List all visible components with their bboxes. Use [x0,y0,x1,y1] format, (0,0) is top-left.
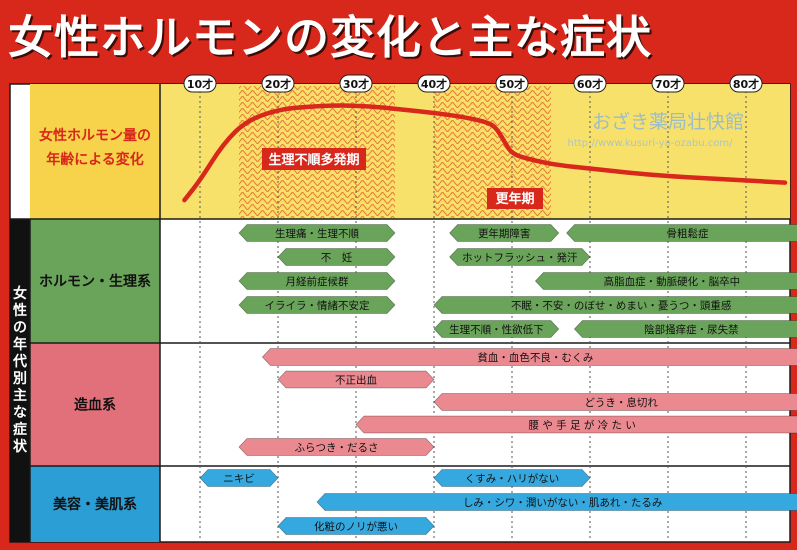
category-label: 美容・美肌系 [53,496,137,513]
symptom-bar [238,272,396,290]
symptom-bar [277,517,435,535]
age-tick-label: 30才 [343,77,369,91]
age-tick-label: 50才 [499,77,525,91]
symptom-bar-label: 貧血・血色不良・むくみ [477,351,593,364]
symptom-bar-label: 月経前症候群 [286,275,349,288]
age-tick-label: 40才 [421,77,447,91]
category-label: ホルモン・生理系 [39,273,151,290]
symptom-bar [277,248,396,266]
symptom-bar-label: 不眠・不安・のぼせ・めまい・憂うつ・頭重感 [511,299,732,312]
symptom-bar-label: 腰 や 手 足 が 冷 た い [529,419,636,432]
hormone-label-cell [30,84,160,219]
symptom-bar [573,320,797,338]
hormone-section-label: 年齢による変化 [46,151,144,168]
symptom-bar [433,393,797,411]
symptom-bar [449,248,591,266]
symptom-bar [566,224,797,242]
category-cell-hormone [30,219,160,343]
hormone-level-curve [182,103,788,203]
age-tick-label: 10才 [187,77,213,91]
period-label-bg [262,148,366,170]
symptom-bar [433,296,797,314]
side-vertical-label: 女性の年代別主な症状 [12,285,28,455]
age-tick-label: 80才 [733,77,759,91]
side-label-strip [10,219,30,542]
age-tick-label: 60才 [577,77,603,91]
symptom-bar [355,415,797,434]
symptom-bar-label: くすみ・ハリがない [465,472,560,485]
watermark-shop-name: おざき薬局壮快館 [592,110,744,133]
symptom-bar-label: 陰部掻痒症・尿失禁 [644,323,739,336]
age-tick-badge [651,74,685,93]
age-tick-badge [417,74,451,93]
symptom-bar [238,224,396,242]
age-tick-badge [495,74,529,93]
hormone-section-label: 女性ホルモン量の [39,127,151,144]
symptom-bar-label: ホットフラッシュ・発汗 [462,251,578,264]
age-tick-badge [183,74,217,93]
symptom-bar [238,296,396,314]
symptom-bar-label: 更年期障害 [478,227,531,240]
symptom-bar-label: 化粧のノリが悪い [314,520,398,533]
age-tick-label: 70才 [655,77,681,91]
category-label: 造血系 [74,397,116,414]
watermark-url: http://www.kusuri-ya-ozabu.com/ [567,138,733,149]
symptom-bar-label: ニキビ [223,473,255,485]
symptom-bar-label: しみ・シワ・潤いがない・肌あれ・たるみ [463,496,663,509]
menstrual-period-label: 生理不順多発期 [268,152,359,168]
symptom-bar-label: 生理痛・生理不順 [275,227,359,240]
age-tick-badge [729,74,763,93]
age-tick-badge [261,74,295,93]
symptom-bar [238,438,435,456]
symptom-bar [316,493,797,511]
category-cell-beauty [30,466,160,542]
symptom-bar-label: イライラ・情緒不安定 [265,299,370,312]
category-cell-blood [30,343,160,466]
symptom-bar-label: 生理不順・性欲低下 [449,323,544,336]
symptom-bar [199,469,279,487]
symptom-bar-label: 不正出血 [335,374,377,387]
symptom-bar [433,469,591,487]
page-title: 女性ホルモンの変化と主な症状 [8,11,653,64]
menopause-period-label: 更年期 [495,191,534,207]
symptom-bar [534,272,797,290]
symptom-bar-label: 不 妊 [321,251,353,264]
age-tick-badge [573,74,607,93]
symptom-bar [261,348,797,366]
symptom-bar-label: 骨粗鬆症 [667,227,709,240]
age-tick-label: 20才 [265,77,291,91]
symptom-bar [277,370,435,389]
age-tick-badge [339,74,373,93]
symptom-bar-label: ふらつき・だるさ [295,442,379,454]
symptom-bar-label: 高脂血症・動脈硬化・脳卒中 [604,275,741,288]
symptom-bar [433,320,560,338]
symptom-bar-label: どうき・息切れ [584,396,658,409]
symptom-bar [449,224,560,242]
period-label-bg [487,188,543,209]
